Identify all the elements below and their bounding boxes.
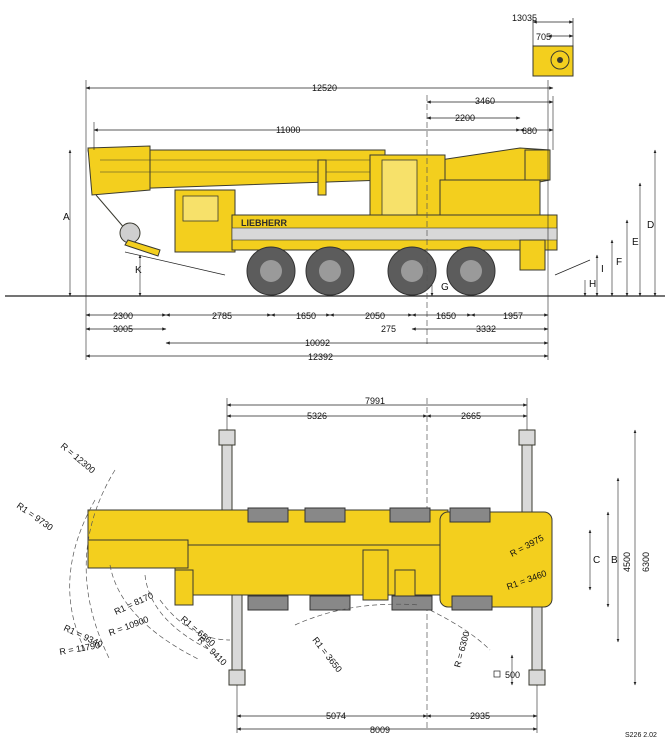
dim-bottom-rear: 2935 bbox=[470, 711, 490, 721]
dim-overall-bottom: 12392 bbox=[308, 352, 333, 362]
dim-axle-275: 275 bbox=[381, 324, 396, 334]
dim-top-total: 7991 bbox=[365, 396, 385, 406]
wheel bbox=[305, 246, 355, 296]
side-horizontal-dimensions bbox=[85, 86, 554, 358]
dim-overall-top: 12520 bbox=[312, 83, 337, 93]
dim-bottom-front: 5074 bbox=[326, 711, 346, 721]
label-r-10900: R = 10900 bbox=[107, 614, 150, 638]
dim-letter-f: F bbox=[616, 257, 622, 268]
dim-rear-680: 680 bbox=[522, 126, 537, 136]
turning-radius-arcs bbox=[69, 469, 491, 661]
wheel bbox=[246, 246, 296, 296]
dim-cab-offset: 705 bbox=[536, 32, 551, 42]
counterweight-view bbox=[532, 18, 574, 77]
dim-bottom-total: 8009 bbox=[370, 725, 390, 735]
dim-rear-2200: 2200 bbox=[455, 113, 475, 123]
dim-front-2300: 2300 bbox=[113, 311, 133, 321]
dim-wheelbase-total: 10092 bbox=[305, 338, 330, 348]
dim-letter-h: H bbox=[589, 279, 596, 290]
dim-rear-3460: 3460 bbox=[475, 96, 495, 106]
dim-cab-width: 13035 bbox=[512, 13, 537, 23]
manufacturer-logo: LIEBHERR bbox=[241, 218, 288, 228]
dim-letter-e: E bbox=[632, 237, 639, 248]
dim-rear-3332: 3332 bbox=[476, 324, 496, 334]
dim-axle-1650a: 1650 bbox=[296, 311, 316, 321]
wheels bbox=[246, 246, 496, 296]
side-vertical-dimensions bbox=[68, 149, 657, 297]
pad-size-symbol bbox=[493, 670, 501, 678]
label-r-11790: R = 11790 bbox=[59, 640, 101, 657]
top-tires bbox=[247, 507, 493, 611]
dim-letter-a: A bbox=[63, 212, 70, 223]
label-r1-3650: R1 = 3650 bbox=[310, 635, 344, 674]
dim-top-front: 5326 bbox=[307, 411, 327, 421]
dim-front-3005: 3005 bbox=[113, 324, 133, 334]
label-r1-9730: R1 = 9730 bbox=[15, 500, 55, 532]
top-view: 7991 5326 2665 5074 2935 8009 500 4500 6… bbox=[15, 396, 657, 739]
dim-rear-1957: 1957 bbox=[503, 311, 523, 321]
dim-pad-500: 500 bbox=[505, 670, 520, 680]
crane-boom bbox=[87, 145, 551, 201]
label-r1-8170: R1 = 8170 bbox=[113, 590, 155, 617]
dim-side-6300: 6300 bbox=[641, 552, 651, 572]
carrier-chassis: LIEBHERR bbox=[174, 189, 558, 253]
outriggers bbox=[218, 429, 546, 686]
carrier-top bbox=[87, 509, 553, 608]
dim-axle-1650b: 1650 bbox=[436, 311, 456, 321]
dim-letter-b: B bbox=[611, 555, 618, 566]
label-r-6300: R = 6300 bbox=[452, 630, 471, 668]
dim-letter-k: K bbox=[135, 265, 142, 276]
hook-block bbox=[95, 194, 161, 257]
wheel bbox=[387, 246, 437, 296]
label-r-12300: R = 12300 bbox=[59, 441, 97, 476]
dim-letter-g: G bbox=[441, 282, 449, 293]
dim-letter-d: D bbox=[647, 220, 654, 231]
top-horizontal-dimensions bbox=[226, 398, 538, 733]
wheel bbox=[446, 246, 496, 296]
top-vertical-dimensions bbox=[510, 429, 637, 686]
drawing-code: S226 2.02 bbox=[625, 732, 657, 739]
dim-boom-length: 11000 bbox=[276, 125, 300, 135]
superstructure bbox=[369, 149, 551, 221]
dim-side-4500: 4500 bbox=[622, 552, 632, 572]
dim-axle-2050: 2050 bbox=[365, 311, 385, 321]
dim-letter-c: C bbox=[593, 555, 600, 566]
departure-angle-line bbox=[554, 259, 591, 276]
dim-letter-i: I bbox=[601, 264, 604, 275]
dim-axle-2785: 2785 bbox=[212, 311, 232, 321]
rear-outrigger-box bbox=[519, 239, 546, 271]
dim-top-rear: 2665 bbox=[461, 411, 481, 421]
side-view: LIEBHERR bbox=[5, 13, 665, 362]
approach-angle-line bbox=[124, 251, 226, 276]
